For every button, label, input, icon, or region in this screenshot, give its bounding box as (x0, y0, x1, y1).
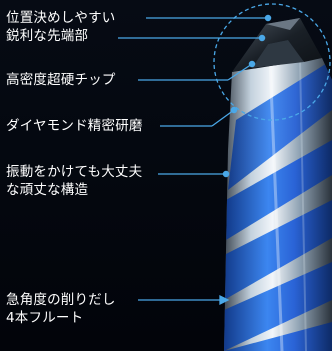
leader-lines (118, 14, 272, 306)
callout-tip: 位置決めしやすい 鋭利な先端部 (6, 9, 115, 45)
callout-body-line-2: な頑丈な構造 (6, 182, 89, 198)
callout-coating-line-1: ダイヤモンド精密研磨 (6, 118, 143, 134)
callout-flute-line-1: 急角度の削りだし (6, 292, 116, 308)
callout-flute-line-2: 4本フルート (6, 310, 84, 326)
callout-body: 振動をかけても大丈夫 な頑丈な構造 (6, 163, 142, 199)
tip-highlight-circle (213, 3, 331, 121)
flute-bands (224, 59, 332, 351)
callout-tip-line-2: 鋭利な先端部 (6, 28, 89, 44)
callout-chip-line-1: 高密度超硬チップ (6, 72, 116, 88)
callout-chip: 高密度超硬チップ (6, 71, 116, 89)
callout-flute: 急角度の削りだし 4本フルート (6, 291, 116, 327)
carbide-tip (232, 18, 322, 72)
callout-tip-line-1: 位置決めしやすい (6, 10, 116, 26)
callout-body-line-1: 振動をかけても大丈夫 (6, 164, 143, 180)
callout-coating: ダイヤモンド精密研磨 (6, 117, 143, 135)
